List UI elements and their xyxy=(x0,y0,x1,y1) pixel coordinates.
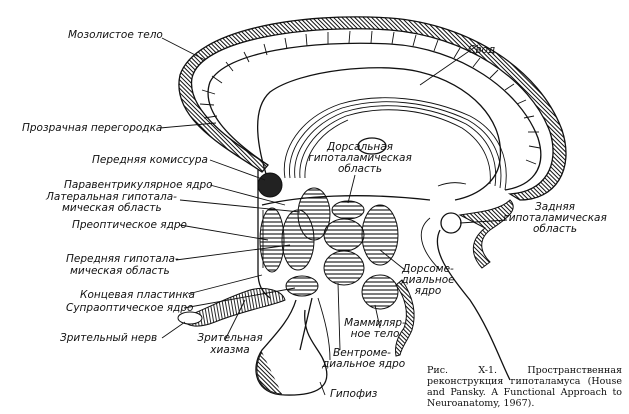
label-fornix: Свод xyxy=(468,44,496,56)
label-anterior-area-1: Передняя гипотала- xyxy=(66,253,179,265)
optic-pathway xyxy=(177,287,331,396)
supraoptic-nucleus xyxy=(285,275,319,297)
label-posterior-area-3: область xyxy=(532,223,578,235)
preoptic-nucleus xyxy=(259,207,285,273)
label-ventromedial-2: диальное ядро xyxy=(322,358,406,370)
dorsal-hypothalamic-area xyxy=(331,200,365,220)
figure-caption: Рис. X-1. Пространственная реконструкция… xyxy=(427,365,622,409)
label-dorsomedial-2: диальное xyxy=(401,274,455,286)
anterior-commissure xyxy=(257,172,283,198)
label-anterior-area-2: мическая область xyxy=(70,265,170,277)
pituitary xyxy=(255,299,328,396)
label-dorsal-area-1: Дорсальная xyxy=(326,141,393,153)
label-corpus-callosum: Мозолистое тело xyxy=(68,29,163,41)
label-anterior-commissure: Передняя комиссура xyxy=(92,154,208,166)
label-posterior-area-1: Задняя xyxy=(535,201,575,213)
label-lamina-terminalis: Концевая пластинка xyxy=(80,289,195,301)
label-dorsal-area-3: область xyxy=(337,163,383,175)
corpus-callosum xyxy=(178,16,567,201)
label-lateral-area-2: мическая область xyxy=(62,202,162,214)
label-dorsal-area-2: гипоталамическая xyxy=(308,152,412,164)
optic-nerve xyxy=(177,311,203,325)
label-septum: Прозрачная перегородка xyxy=(22,122,163,134)
hypothalamic-nuclei xyxy=(259,187,399,310)
mammillary-body xyxy=(361,274,399,310)
interthalamic-adhesion xyxy=(357,137,387,155)
label-mammillary-1: Маммиляр- xyxy=(344,317,406,329)
label-lateral-area-1: Латеральная гипотала- xyxy=(46,191,177,203)
paraventricular-nucleus xyxy=(297,187,331,241)
lateral-area-nucleus xyxy=(361,204,399,266)
label-preoptic-nucleus: Преоптическое ядро xyxy=(72,219,187,231)
label-pituitary: Гипофиз xyxy=(330,388,378,400)
label-ventromedial-1: Вентроме- xyxy=(333,347,391,359)
label-supraoptic-nucleus: Супраоптическое ядро xyxy=(66,302,194,314)
ventromedial-nucleus xyxy=(323,250,365,286)
label-optic-chiasm-2: хиазма xyxy=(210,344,250,356)
label-dorsomedial-1: Дорсоме- xyxy=(402,263,454,275)
label-mammillary-2: ное тело xyxy=(350,328,400,340)
dorsomedial-nucleus xyxy=(323,218,365,252)
posterior-hypothalamic-structures xyxy=(395,182,514,381)
leader-lines xyxy=(159,37,508,396)
label-optic-nerve: Зрительный нерв xyxy=(60,332,158,344)
label-dorsomedial-3: ядро xyxy=(414,285,442,297)
fornix xyxy=(257,67,507,201)
label-optic-chiasm-1: Зрительная xyxy=(197,332,263,344)
optic-chiasm xyxy=(181,287,286,327)
label-paraventricular-nucleus: Паравентрикулярное ядро xyxy=(64,179,213,191)
label-posterior-area-2: гипоталамическая xyxy=(503,212,607,224)
